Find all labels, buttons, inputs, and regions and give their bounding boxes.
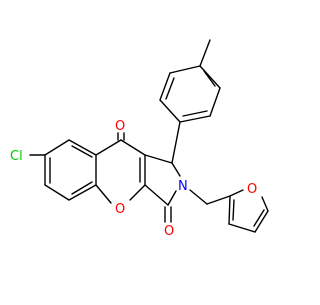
- bond-double: [182, 110, 208, 117]
- bond: [44, 184, 70, 201]
- bond: [254, 210, 269, 233]
- bond: [44, 139, 70, 156]
- bond: [95, 139, 122, 156]
- bond: [199, 39, 211, 67]
- bond-double: [165, 77, 175, 100]
- bond: [68, 184, 97, 201]
- atom-labels: Cl O O O N O: [10, 119, 257, 239]
- bond: [159, 72, 171, 101]
- bond: [171, 162, 181, 177]
- bond: [228, 223, 256, 233]
- bond: [209, 87, 221, 117]
- ketone-oxygen-label: O: [115, 119, 125, 134]
- ring-oxygen-label: O: [115, 202, 125, 217]
- lactam-oxygen-label: O: [164, 224, 174, 239]
- bond: [171, 121, 181, 164]
- bond: [261, 196, 269, 212]
- structure-canvas: Cl O O O N O: [10, 39, 269, 239]
- bond: [167, 190, 177, 206]
- bond: [95, 184, 112, 204]
- bond: [129, 184, 146, 201]
- bond: [169, 65, 201, 74]
- bonds: [29, 39, 269, 233]
- bond-double: [232, 199, 235, 221]
- bond: [189, 189, 208, 205]
- bond: [159, 99, 181, 123]
- bond-double: [71, 145, 93, 158]
- chlorine-atom-label: Cl: [10, 149, 23, 164]
- bond-double: [71, 181, 93, 195]
- bond: [206, 195, 231, 205]
- bond: [179, 115, 211, 123]
- bond-double: [253, 209, 265, 227]
- nitrogen-atom-label: N: [178, 179, 188, 194]
- bond: [144, 154, 173, 164]
- bond: [120, 139, 146, 156]
- chemical-structure-drawing: Cl O O O N O: [10, 39, 269, 239]
- bond: [229, 189, 244, 197]
- furan-oxygen-label: O: [247, 182, 257, 197]
- bond: [68, 139, 97, 156]
- bond: [144, 184, 169, 206]
- bond: [199, 65, 221, 89]
- bond: [228, 195, 231, 225]
- bond-double: [203, 70, 216, 87]
